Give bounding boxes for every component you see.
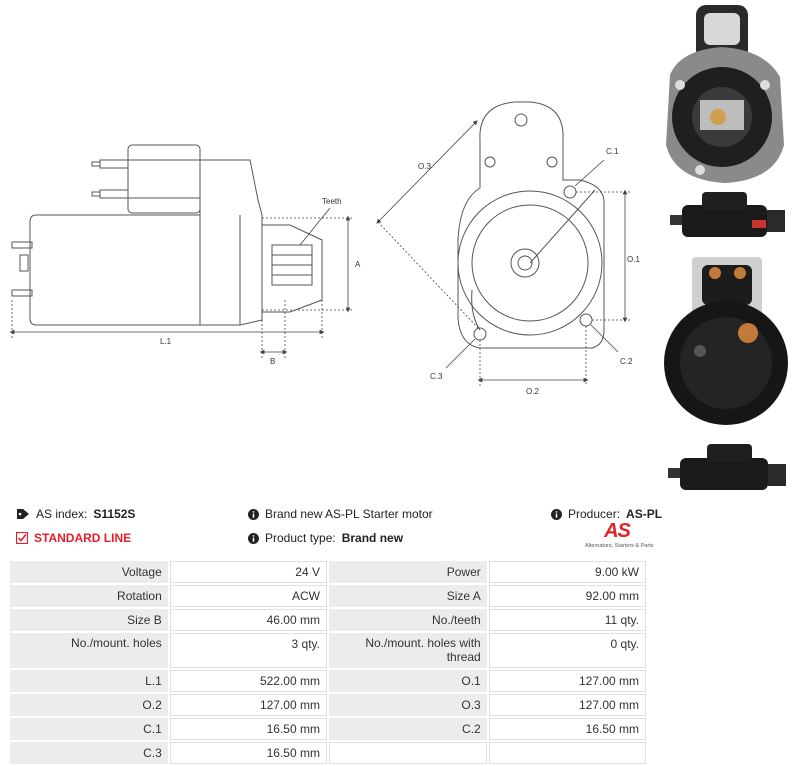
spec-label: O.1	[328, 670, 487, 692]
spec-value: 0 qty.	[488, 633, 646, 668]
spec-value: 16.50 mm	[169, 742, 327, 764]
producer-value: AS-PL	[626, 507, 663, 521]
spec-value: 3 qty.	[169, 633, 327, 668]
standard-line-text: STANDARD LINE	[34, 531, 132, 545]
dim-l1-label: L.1	[160, 337, 172, 346]
spec-label: Rotation	[10, 585, 168, 607]
tag-icon	[17, 509, 29, 519]
as-index-value: S1152S	[93, 507, 136, 521]
front-view-dimensions	[376, 120, 630, 386]
hole-c1-label: C.1	[606, 147, 619, 156]
spec-value: 127.00 mm	[169, 694, 327, 716]
product-info: AS index: S1152S STANDARD LINE Brand new…	[0, 500, 800, 560]
spec-value: 92.00 mm	[488, 585, 646, 607]
table-row: Voltage 24 V Power 9.00 kW	[10, 561, 646, 583]
dim-o2-label: O.2	[526, 387, 539, 396]
spec-label-empty	[328, 742, 487, 764]
specs-table: Voltage 24 V Power 9.00 kW Rotation ACW …	[8, 559, 648, 766]
hole-c2-label: C.2	[620, 357, 633, 366]
table-row: O.2 127.00 mm O.3 127.00 mm	[10, 694, 646, 716]
teeth-label: Teeth	[322, 197, 342, 206]
standard-line: STANDARD LINE	[16, 531, 131, 545]
technical-drawings: Teeth A B L.1	[9, 101, 640, 396]
spec-label: No./mount. holes with thread	[328, 633, 487, 668]
spec-label: Voltage	[10, 561, 168, 583]
dim-o1-label: O.1	[627, 255, 640, 264]
spec-label: C.3	[10, 742, 168, 764]
dim-a-label: A	[355, 260, 361, 269]
photo-front-flange	[666, 5, 784, 183]
spec-value: 9.00 kW	[488, 561, 646, 583]
info-circle-icon	[248, 532, 259, 544]
side-view-drawing	[11, 144, 323, 326]
description-text: Brand new AS-PL Starter motor	[265, 507, 433, 521]
spec-label: Size A	[328, 585, 487, 607]
dim-o3-label: O.3	[418, 162, 431, 171]
product-description: Brand new AS-PL Starter motor	[248, 507, 433, 521]
table-row: C.3 16.50 mm	[10, 742, 646, 764]
product-type-value: Brand new	[341, 531, 404, 545]
spec-value: 127.00 mm	[488, 670, 646, 692]
logo-mark: AS	[604, 520, 631, 542]
spec-value: 24 V	[169, 561, 327, 583]
side-view-dimensions	[9, 207, 352, 358]
spec-value: ACW	[169, 585, 327, 607]
spec-label: Size B	[10, 609, 168, 631]
spec-label: No./teeth	[328, 609, 487, 631]
spec-label: Power	[328, 561, 487, 583]
spec-value: 522.00 mm	[169, 670, 327, 692]
photo-side-small-2	[668, 444, 786, 490]
photo-rear-view	[664, 257, 788, 425]
photo-side-small	[670, 192, 785, 237]
as-index-label: AS index:	[36, 507, 88, 521]
spec-value: 11 qty.	[488, 609, 646, 631]
table-row: Rotation ACW Size A 92.00 mm	[10, 585, 646, 607]
spec-value-empty	[488, 742, 646, 764]
spec-label: O.2	[10, 694, 168, 716]
spec-label: L.1	[10, 670, 168, 692]
spec-value: 46.00 mm	[169, 609, 327, 631]
dim-b-label: B	[270, 357, 275, 366]
product-photos	[660, 0, 800, 500]
table-row: C.1 16.50 mm C.2 16.50 mm	[10, 718, 646, 740]
producer: Producer: AS-PL	[551, 507, 662, 521]
spec-value: 127.00 mm	[488, 694, 646, 716]
spec-value: 16.50 mm	[169, 718, 327, 740]
hole-c3-label: C.3	[430, 372, 443, 381]
producer-label: Producer:	[568, 507, 621, 521]
logo-tagline: Alternators, Starters & Parts	[585, 543, 654, 549]
spec-value: 16.50 mm	[488, 718, 646, 740]
table-row: L.1 522.00 mm O.1 127.00 mm	[10, 670, 646, 692]
spec-label: O.3	[328, 694, 487, 716]
check-square-icon	[16, 532, 28, 544]
table-row: Size B 46.00 mm No./teeth 11 qty.	[10, 609, 646, 631]
table-row: No./mount. holes 3 qty. No./mount. holes…	[10, 633, 646, 668]
info-circle-icon	[551, 508, 562, 520]
info-circle-icon	[248, 508, 259, 520]
drawing-svg: Teeth A B L.1	[9, 101, 640, 396]
as-pl-logo: AS Alternators, Starters & Parts	[585, 520, 654, 556]
as-index: AS index: S1152S	[16, 507, 135, 521]
product-type-label: Product type:	[265, 531, 336, 545]
spec-label: C.1	[10, 718, 168, 740]
front-view-drawing	[457, 101, 605, 349]
spec-label: C.2	[328, 718, 487, 740]
spec-label: No./mount. holes	[10, 633, 168, 668]
product-type: Product type: Brand new	[248, 531, 403, 545]
